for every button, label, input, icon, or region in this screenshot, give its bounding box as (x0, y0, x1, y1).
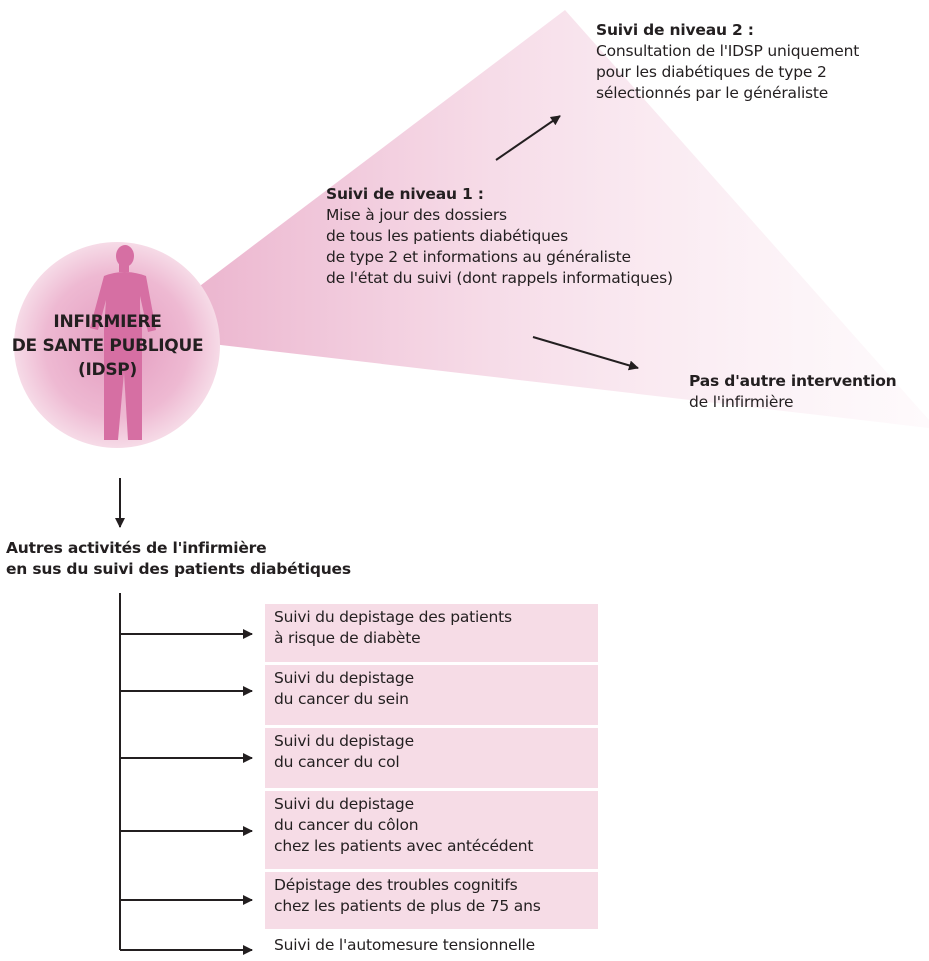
level2-text: Suivi de niveau 2 : Consultation de l'ID… (596, 20, 859, 104)
arrow-to-no-intervention (532, 336, 639, 371)
level2-line-2: pour les diabétiques de type 2 (596, 63, 827, 81)
activity-3-line-2: du cancer du col (274, 753, 400, 771)
activity-2-line-2: du cancer du sein (274, 690, 409, 708)
level1-text: Suivi de niveau 1 : Mise à jour des doss… (326, 184, 673, 289)
other-activities-line-2: en sus du suivi des patients diabétiques (6, 560, 351, 578)
level1-line-1: Mise à jour des dossiers (326, 206, 507, 224)
activity-box-cervical-cancer: Suivi du depistage du cancer du col (265, 728, 598, 788)
activity-box-colon-cancer: Suivi du depistage du cancer du côlon ch… (265, 791, 598, 869)
activity-box-blood-pressure: Suivi de l'automesure tensionnelle (265, 932, 598, 961)
activity-4-line-2: du cancer du côlon (274, 816, 419, 834)
activity-box-cognitive: Dépistage des troubles cognitifs chez le… (265, 872, 598, 929)
activity-5-line-1: Dépistage des troubles cognitifs (274, 876, 518, 894)
arrow-to-level2 (495, 115, 561, 161)
no-intervention-text: Pas d'autre intervention de l'infirmière (689, 371, 897, 413)
activity-4-line-1: Suivi du depistage (274, 795, 414, 813)
activity-1-line-1: Suivi du depistage des patients (274, 608, 512, 626)
focus-beam (135, 10, 929, 428)
no-intervention-title: Pas d'autre intervention (689, 372, 897, 390)
idsp-label-line-3: (IDSP) (78, 360, 137, 380)
activity-2-line-1: Suivi du depistage (274, 669, 414, 687)
other-activities-heading: Autres activités de l'infirmière en sus … (6, 538, 351, 580)
level1-line-3: de type 2 et informations au généraliste (326, 248, 631, 266)
activity-1-line-2: à risque de diabète (274, 629, 421, 647)
level2-line-3: sélectionnés par le généraliste (596, 84, 829, 102)
activity-4-line-3: chez les patients avec antécédent (274, 837, 534, 855)
idsp-label-line-2: DE SANTE PUBLIQUE (11, 336, 204, 356)
activity-3-line-1: Suivi du depistage (274, 732, 414, 750)
activity-6-line-1: Suivi de l'automesure tensionnelle (274, 936, 535, 954)
idsp-label-line-1: INFIRMIERE (53, 312, 162, 332)
activity-box-diabetes-risk: Suivi du depistage des patients à risque… (265, 604, 598, 662)
level1-line-2: de tous les patients diabétiques (326, 227, 568, 245)
level1-title: Suivi de niveau 1 : (326, 185, 484, 203)
idsp-label: INFIRMIERE DE SANTE PUBLIQUE (IDSP) (0, 310, 215, 382)
other-activities-line-1: Autres activités de l'infirmière (6, 539, 267, 557)
level2-title: Suivi de niveau 2 : (596, 21, 754, 39)
activity-5-line-2: chez les patients de plus de 75 ans (274, 897, 541, 915)
activity-box-breast-cancer: Suivi du depistage du cancer du sein (265, 665, 598, 725)
level1-line-4: de l'état du suivi (dont rappels informa… (326, 269, 673, 287)
nurse-figure-icon (90, 245, 156, 440)
level2-line-1: Consultation de l'IDSP uniquement (596, 42, 860, 60)
no-intervention-line: de l'infirmière (689, 393, 794, 411)
